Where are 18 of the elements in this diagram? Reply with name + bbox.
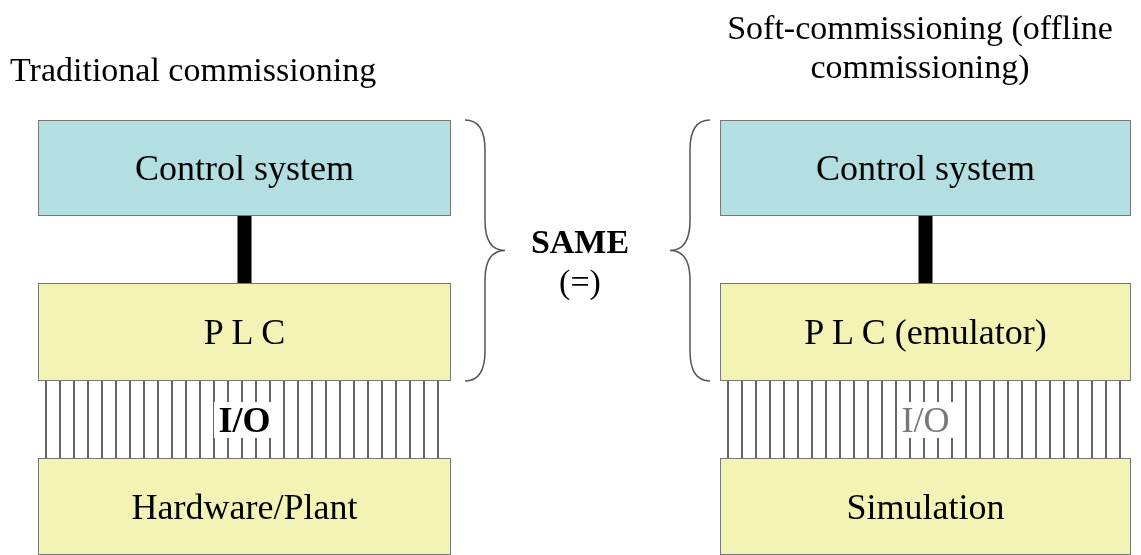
box-label: P L C (emulator) (804, 314, 1047, 350)
box-label: Control system (135, 150, 354, 186)
component-box (38, 458, 451, 555)
column-heading: Traditional commissioning (10, 50, 378, 90)
component-box (720, 458, 1131, 555)
comparison-note: (=) (558, 262, 602, 302)
box-label: Hardware/Plant (131, 488, 358, 525)
box-label: P L C (203, 314, 286, 350)
component-box (720, 283, 1131, 381)
component-box (38, 283, 451, 381)
box-label: Control system (816, 150, 1035, 186)
connector-line (918, 216, 933, 283)
connector-line (237, 216, 252, 283)
component-box (38, 120, 451, 216)
comparison-note: SAME (529, 222, 631, 262)
column-heading: Soft-commissioning (offline commissioning) (726, 8, 1114, 87)
box-label: Simulation (846, 488, 1005, 525)
component-box (720, 120, 1131, 216)
